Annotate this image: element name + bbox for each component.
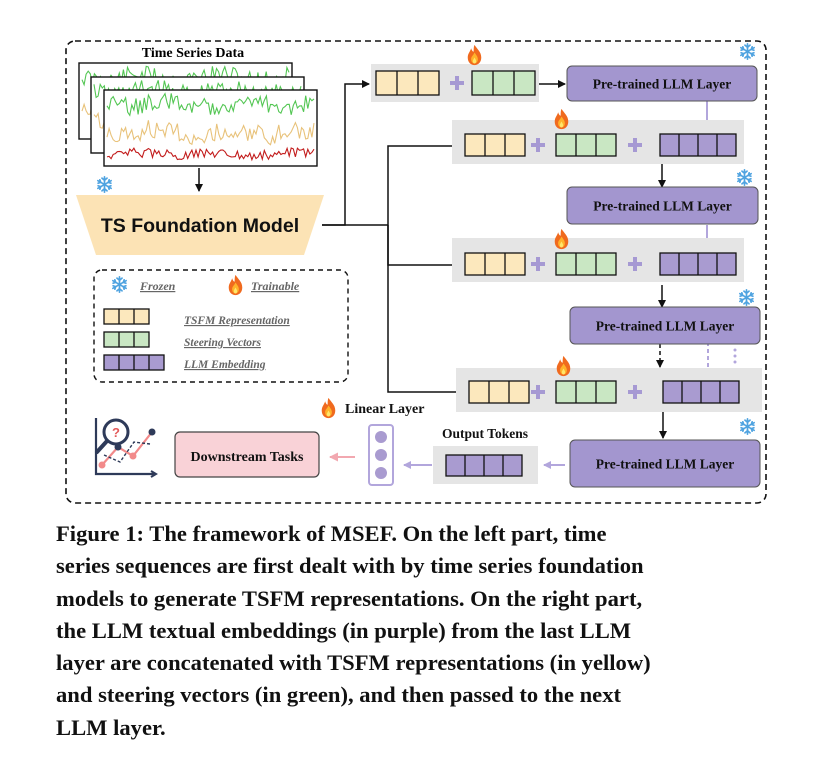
linear-layer-node [368, 424, 394, 486]
caption-line: layer are concatenated with TSFM represe… [56, 650, 651, 676]
time-series-card [103, 89, 318, 167]
ts-foundation-model: TS Foundation Model [76, 195, 324, 255]
flame-icon [556, 355, 571, 377]
llm-embedding-block [659, 252, 737, 276]
caption-line: LLM layer. [56, 714, 166, 740]
concat-row [452, 120, 744, 164]
tsfm-representation-block [375, 70, 440, 96]
output-tokens [433, 446, 538, 484]
caption-line: series sequences are first dealt with by… [56, 553, 644, 579]
tsfm-representation-block [464, 133, 526, 157]
tsfm-representation-block [468, 380, 530, 404]
time-series-line [106, 120, 315, 146]
framework-diagram: Time Series Data TS Foundation Model Pre… [65, 40, 767, 504]
llm-layer-box [569, 439, 761, 488]
analytics-icon: ? [94, 418, 158, 478]
legend: Frozen Trainable TSFM Representation Ste… [93, 269, 349, 383]
legend-trainable: Trainable [251, 279, 300, 293]
time-series-stack: Time Series Data [78, 46, 318, 167]
legend-frozen: Frozen [139, 279, 176, 293]
legend-swatch-llm [103, 354, 165, 371]
outer-frame [65, 40, 767, 504]
snowflake-icon [740, 43, 755, 60]
flame-icon [554, 108, 569, 130]
caption-line: Figure 1: The framework of MSEF. On the … [56, 521, 607, 546]
llm-embedding-block [662, 380, 740, 404]
caption-line: and steering vectors (in green), and the… [56, 682, 622, 708]
llm-embedding-block [659, 133, 737, 157]
steering-vector-block [555, 252, 617, 276]
snowflake-icon [740, 418, 755, 435]
legend-steering-vectors: Steering Vectors [184, 337, 262, 349]
llm-layer-box [566, 65, 758, 102]
caption-line: models to generate TSFM representations.… [56, 585, 643, 611]
foundation-model-trapezoid [76, 195, 324, 255]
steering-vector-block [555, 380, 617, 404]
concat-row [371, 64, 539, 102]
llm-layer-label: Pre-trained LLM Layer [593, 77, 731, 92]
downstream-tasks: Downstream Tasks [174, 431, 320, 478]
foundation-model-label: TS Foundation Model [101, 215, 299, 237]
legend-swatch-steering [103, 331, 150, 348]
output-token-block [445, 454, 523, 477]
time-series-line [106, 146, 315, 162]
llm-layer-label: Pre-trained LLM Layer [596, 319, 734, 334]
snowflake-icon [112, 276, 127, 293]
downstream-tasks-label: Downstream Tasks [191, 450, 304, 465]
snowflake-icon [97, 176, 112, 193]
legend-tsfm-representation: TSFM Representation [184, 315, 290, 327]
llm-layer: Pre-trained LLM Layer [569, 306, 761, 345]
ellipsis-dots [733, 348, 737, 364]
steering-vector-block [471, 70, 536, 96]
llm-layer-label: Pre-trained LLM Layer [593, 199, 731, 214]
concat-row [452, 238, 744, 282]
time-series-line [106, 92, 315, 117]
caption-line: the LLM textual embeddings (in purple) f… [56, 617, 632, 643]
legend-llm-embedding: LLM Embedding [183, 359, 266, 371]
flame-icon [554, 228, 569, 250]
steering-vector-block [555, 133, 617, 157]
tsfm-representation-block [464, 252, 526, 276]
time-series-title: Time Series Data [142, 46, 244, 61]
llm-layer-box [569, 306, 761, 345]
llm-layer-label: Pre-trained LLM Layer [596, 457, 734, 472]
connector-lines [322, 80, 667, 439]
flame-icon [321, 397, 336, 419]
figure-caption: Figure 1: The framework of MSEF. On the … [56, 518, 786, 744]
legend-swatch-tsfm [103, 308, 150, 325]
svg-text:?: ? [112, 425, 120, 440]
llm-layer-box [566, 186, 759, 225]
flame-icon [228, 274, 243, 296]
llm-layer: Pre-trained LLM Layer [569, 439, 761, 488]
concat-row [456, 368, 762, 412]
llm-layer: Pre-trained LLM Layer [566, 65, 758, 102]
llm-layer: Pre-trained LLM Layer [566, 186, 759, 225]
snowflake-icon [739, 289, 754, 306]
legend-box [93, 269, 349, 383]
output-tokens-label: Output Tokens [442, 426, 528, 441]
flame-icon [467, 44, 482, 66]
linear-layer-label: Linear Layer [345, 402, 424, 417]
snowflake-icon [737, 169, 752, 186]
